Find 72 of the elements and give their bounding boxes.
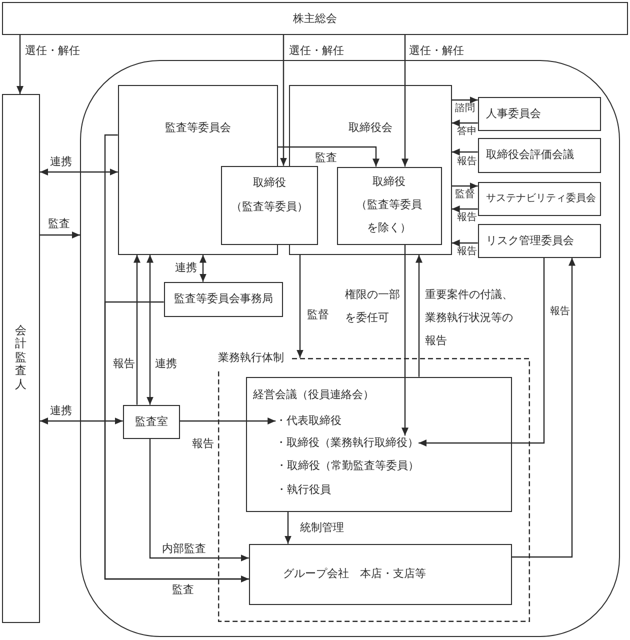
edge-label: 統制管理 xyxy=(300,521,344,535)
arrow xyxy=(40,232,80,238)
arrow xyxy=(418,258,545,446)
edge-label: 監督 xyxy=(307,308,329,322)
org-box xyxy=(246,376,512,512)
edge-label: 選任・解任 xyxy=(25,44,80,58)
box-text: （監査等委員を除く） xyxy=(355,198,424,236)
edge-label: 選任・解任 xyxy=(409,44,464,58)
edge-label: 報告 xyxy=(113,357,135,371)
arrow xyxy=(452,96,478,104)
org-box: 監査室 xyxy=(122,404,180,439)
box-heading: 経営会議（役員連絡会） xyxy=(252,388,374,402)
dashed-frame xyxy=(218,350,530,622)
arrow xyxy=(149,438,249,562)
org-box: グループ会社 本店・支店等 xyxy=(248,544,512,605)
arrow xyxy=(402,35,408,167)
org-box xyxy=(220,166,318,245)
double-arrow xyxy=(200,254,206,282)
arrow xyxy=(416,254,422,377)
arrow xyxy=(452,240,478,246)
edge-label: 報告 xyxy=(192,437,214,451)
list-item: ・取締役（常勤監査等委員） xyxy=(276,458,419,473)
arrow xyxy=(180,418,276,424)
box-heading: 取締役 xyxy=(372,174,406,190)
edge-label: 監査 xyxy=(315,151,337,165)
org-box: 株主総会 xyxy=(2,2,628,35)
edge-label: 諮問 xyxy=(455,102,475,116)
arrow xyxy=(402,244,408,436)
org-box: リスク管理委員会 xyxy=(478,224,601,258)
arrow xyxy=(278,146,380,167)
edge-label: 監督 xyxy=(455,188,475,202)
org-box xyxy=(336,166,442,245)
arrow xyxy=(452,120,478,126)
double-arrow xyxy=(40,418,123,424)
arrow xyxy=(104,301,249,582)
arrow xyxy=(296,254,304,358)
org-box: 会計監査人 xyxy=(2,94,40,623)
edge-label: 権限の一部を委任可 xyxy=(345,288,401,326)
edge-label: 連携 xyxy=(50,155,72,169)
edge-label: 報告 xyxy=(457,245,477,259)
edge-label: 報告 xyxy=(550,305,570,319)
org-box: 取締役会評価会議 xyxy=(478,138,601,173)
box-heading: 取締役会 xyxy=(348,120,392,135)
edge-label: 連携 xyxy=(175,261,197,275)
list-item: ・取締役（業務執行取締役） xyxy=(276,436,419,450)
org-box: サステナビリティ委員会 xyxy=(478,182,601,216)
edge-label: 重要案件の付議、業務執行状況等の報告 xyxy=(425,288,514,349)
edge-label: 連携 xyxy=(155,357,177,371)
org-box: 人事委員会 xyxy=(478,96,601,131)
list-item: ・執行役員 xyxy=(276,482,331,497)
arrow xyxy=(16,35,24,94)
arrow xyxy=(452,148,478,156)
edge-label: 報告 xyxy=(457,155,477,169)
edge-label: 答申 xyxy=(457,125,477,139)
edge-label: 選任・解任 xyxy=(289,44,344,58)
org-box: 監査等委員会事務局 xyxy=(164,282,283,317)
double-arrow xyxy=(40,168,118,176)
arrow xyxy=(284,512,292,544)
rounded-frame xyxy=(80,60,620,637)
arrow xyxy=(452,182,478,190)
edge-label: 連携 xyxy=(50,404,72,418)
frame-heading: 業務執行体制 xyxy=(218,350,284,365)
arrow xyxy=(280,35,287,166)
arrow xyxy=(134,254,140,405)
arrow xyxy=(452,206,478,212)
arrow xyxy=(512,258,576,558)
edge-label: 報告 xyxy=(457,211,477,225)
edge-label: 内部監査 xyxy=(162,542,206,556)
double-arrow xyxy=(146,254,154,405)
edge-label: 監査 xyxy=(172,583,194,597)
edge-label: 監査 xyxy=(48,217,70,231)
list-item: ・代表取締役 xyxy=(276,414,342,428)
